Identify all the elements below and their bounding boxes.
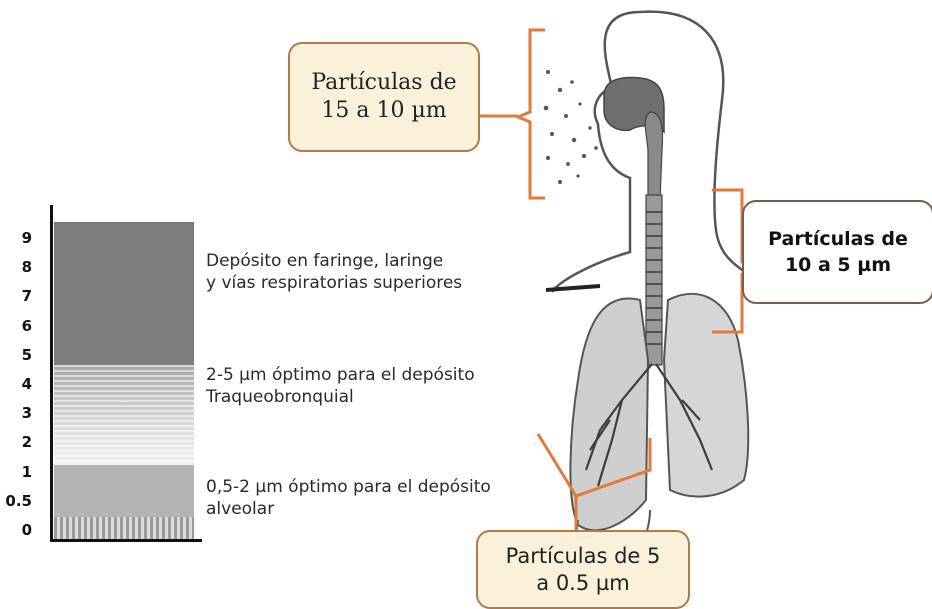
callout-15-10-line2: 15 a 10 µm — [321, 97, 446, 125]
arm-outline — [546, 286, 600, 290]
left-lung — [570, 298, 648, 530]
callout-10-5-line2: 10 a 5 µm — [785, 252, 891, 278]
bracket-upper-airways — [518, 30, 545, 198]
trachea — [646, 195, 662, 365]
pharynx — [645, 112, 662, 200]
particles — [544, 70, 598, 184]
callout-5-05-line2: a 0.5 µm — [536, 570, 629, 597]
callout-15-10-line1: Partículas de — [311, 69, 456, 97]
head-outline — [552, 12, 640, 292]
callout-particles-5-05: Partículas de 5 a 0.5 µm — [476, 530, 690, 609]
callout-10-5-line1: Partículas de — [768, 226, 908, 252]
callout-particles-10-5: Partículas de 10 a 5 µm — [742, 200, 932, 304]
callout-5-05-line1: Partículas de 5 — [506, 543, 661, 570]
callout-particles-15-10: Partículas de 15 a 10 µm — [288, 42, 480, 152]
